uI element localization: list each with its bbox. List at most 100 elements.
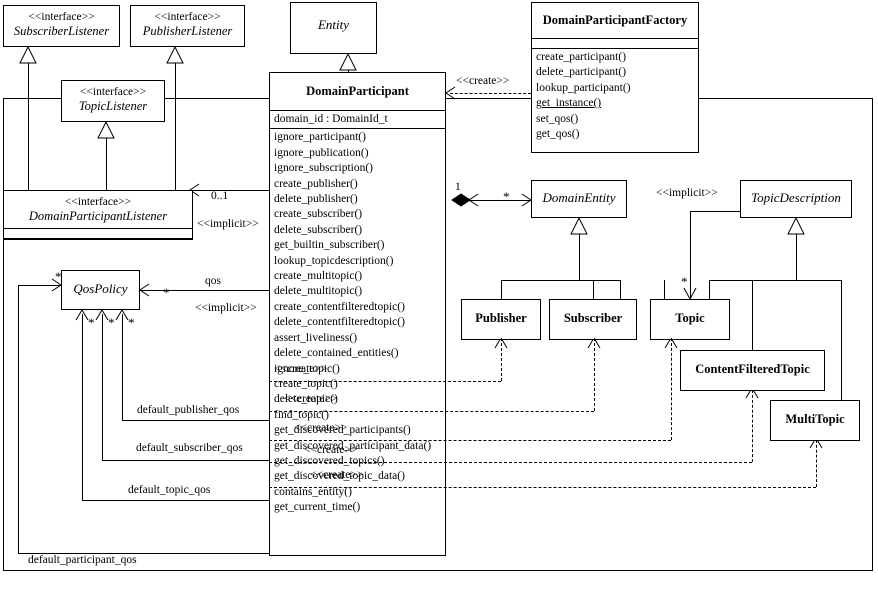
create-label-topic: <<create>> (294, 422, 348, 434)
class-name: Subscriber (563, 311, 623, 325)
default-participant-qos-line-top (18, 285, 61, 286)
default-topic-qos-line-v (82, 314, 83, 500)
generalization-branch-topic (620, 280, 621, 299)
class-title: DomainParticipantFactory (542, 13, 688, 27)
operation[interactable]: delete_publisher() (274, 193, 358, 206)
class-publisher-listener[interactable]: <<interface>> PublisherListener (130, 5, 245, 47)
class-title: <<interface>> SubscriberListener (4, 6, 119, 43)
class-subscriber[interactable]: Subscriber (549, 299, 637, 340)
generalization-branch-topic-down (664, 280, 665, 299)
operation[interactable]: create_multitopic() (274, 270, 363, 283)
multiplicity-listener-zero-one: 0..1 (211, 190, 229, 202)
operation[interactable]: create_topic() (274, 377, 338, 390)
class-title: <<interface>> PublisherListener (131, 6, 244, 43)
dependency-create-participant (450, 93, 531, 94)
multiplicity-qos-many-topic: * (88, 315, 95, 330)
create-topic-line-h (269, 440, 671, 441)
operation[interactable]: get_discovered_topics() (274, 454, 385, 467)
generalization-branch-td-topic (709, 280, 710, 299)
create-label-multitopic: <<create>> (310, 469, 364, 481)
operation[interactable]: get_discovered_topic_data() (274, 470, 405, 483)
operation[interactable]: get_current_time() (274, 501, 361, 514)
class-entity[interactable]: Entity (290, 2, 377, 54)
operation[interactable]: lookup_topicdescription() (274, 254, 394, 267)
class-content-filtered-topic[interactable]: ContentFilteredTopic (680, 350, 825, 391)
implicit-topicdescription-line-v (690, 211, 691, 299)
multiplicity-qos-many-pub: * (128, 315, 135, 330)
class-domain-entity[interactable]: DomainEntity (531, 180, 627, 218)
attribute-domain-id: domain_id : DomainId_t (274, 113, 388, 125)
operation[interactable]: create_participant() (536, 51, 627, 63)
class-publisher[interactable]: Publisher (461, 299, 541, 340)
operations-compartment: create_participant() delete_participant(… (532, 48, 698, 143)
operation[interactable]: ignore_publication() (274, 146, 369, 159)
operation[interactable]: ignore_subscription() (274, 162, 374, 175)
operation[interactable]: delete_multitopic() (274, 285, 363, 298)
qos-role-label: qos (205, 275, 221, 287)
class-domain-participant[interactable]: DomainParticipant domain_id : DomainId_t… (269, 72, 446, 556)
class-name: TopicDescription (751, 190, 841, 205)
create-label-subscriber: <<create>> (284, 393, 338, 405)
operation[interactable]: lookup_participant() (536, 81, 631, 94)
implicit-label-qos: <<implicit>> (195, 302, 257, 314)
frame-top-right-segment (699, 98, 873, 99)
operation[interactable]: get_qos() (536, 128, 580, 141)
multiplicity-qos-many: * (163, 285, 170, 300)
default-topic-qos-label: default_topic_qos (128, 484, 211, 496)
generalization-stem-topicdescription (796, 234, 797, 280)
operation[interactable]: set_qos() (536, 112, 579, 125)
operation[interactable]: delete_participant() (536, 66, 627, 79)
stereotype-label: <<interface>> (154, 11, 221, 23)
class-domain-participant-listener[interactable]: <<interface>> DomainParticipantListener (3, 190, 193, 240)
attributes-compartment (532, 38, 698, 48)
operation-static[interactable]: get_instance() (536, 97, 602, 110)
class-topic[interactable]: Topic (650, 299, 730, 340)
operation[interactable]: delete_contained_entities() (274, 347, 399, 360)
operation[interactable]: create_subscriber() (274, 208, 363, 221)
class-name: Entity (317, 17, 350, 32)
operation[interactable]: get_discovered_participants() (274, 424, 411, 437)
attributes-compartment: domain_id : DomainId_t (270, 110, 445, 128)
operation[interactable]: contains_entity() (274, 485, 352, 498)
class-subscriber-listener[interactable]: <<interface>> SubscriberListener (3, 5, 120, 47)
class-name: MultiTopic (785, 412, 845, 426)
operations-compartment: ignore_participant() ignore_publication(… (270, 128, 445, 516)
operation[interactable]: assert_liveliness() (274, 331, 358, 344)
default-subscriber-qos-label: default_subscriber_qos (136, 442, 243, 454)
stereotype-label: <<interface>> (79, 86, 147, 98)
generalization-bus-domainentity (501, 280, 621, 281)
operation[interactable]: ignore_topic() (274, 362, 340, 375)
create-subscriber-line-v (594, 338, 595, 411)
class-name: Topic (675, 311, 705, 325)
generalization-stem-publisherlistener (175, 63, 176, 190)
operation[interactable]: get_discovered_participant_data() (274, 439, 432, 452)
class-domain-participant-factory[interactable]: DomainParticipantFactory create_particip… (531, 2, 699, 153)
default-publisher-qos-label: default_publisher_qos (137, 404, 240, 416)
class-name: SubscriberListener (13, 24, 110, 38)
create-subscriber-line-h (269, 411, 594, 412)
class-name: TopicListener (78, 99, 148, 113)
class-qos-policy[interactable]: QosPolicy (61, 270, 140, 310)
multiplicity-participant-one: 1 (455, 181, 461, 193)
create-label-cft: <<create>> (304, 444, 358, 456)
implicit-topicdescription-line-h (690, 211, 740, 212)
class-topic-listener[interactable]: <<interface>> TopicListener (61, 80, 165, 122)
operation[interactable]: get_builtin_subscriber() (274, 239, 385, 252)
operation[interactable]: delete_contentfilteredtopic() (274, 316, 405, 329)
create-publisher-line-h (269, 381, 501, 382)
class-topic-description[interactable]: TopicDescription (740, 180, 852, 218)
operation[interactable]: delete_subscriber() (274, 223, 363, 236)
attributes-compartment (4, 228, 192, 238)
create-topic-line-v (671, 338, 672, 440)
class-title: <<interface>> DomainParticipantListener (4, 191, 192, 228)
class-name: Publisher (475, 311, 527, 325)
listener-association-line (193, 190, 269, 191)
operation[interactable]: create_contentfilteredtopic() (274, 300, 405, 313)
create-label-publisher: <<create>> (274, 363, 328, 375)
class-multi-topic[interactable]: MultiTopic (770, 400, 860, 441)
default-publisher-qos-line-h (122, 420, 269, 421)
multiplicity-qos-many-participant: * (55, 269, 62, 284)
operation[interactable]: delete_topic() (274, 393, 338, 406)
operation[interactable]: ignore_participant() (274, 131, 366, 144)
operation[interactable]: create_publisher() (274, 177, 358, 190)
